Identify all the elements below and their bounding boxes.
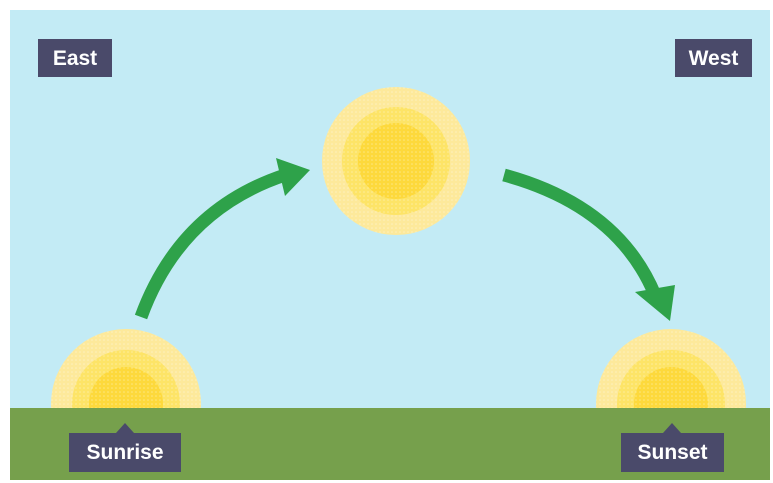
sunrise-label: Sunrise	[69, 433, 181, 472]
diagram-art	[10, 10, 770, 480]
curved-arrow-icon	[504, 175, 675, 321]
sunset-label: Sunset	[621, 433, 724, 472]
sun-icon	[322, 87, 470, 235]
west-label: West	[675, 39, 752, 77]
sun-path-diagram: East West Sunrise Sunset	[10, 10, 770, 480]
curved-arrow-icon	[141, 158, 310, 317]
east-label: East	[38, 39, 112, 77]
sunset-label-pointer	[663, 423, 681, 433]
sunrise-label-pointer	[116, 423, 134, 433]
